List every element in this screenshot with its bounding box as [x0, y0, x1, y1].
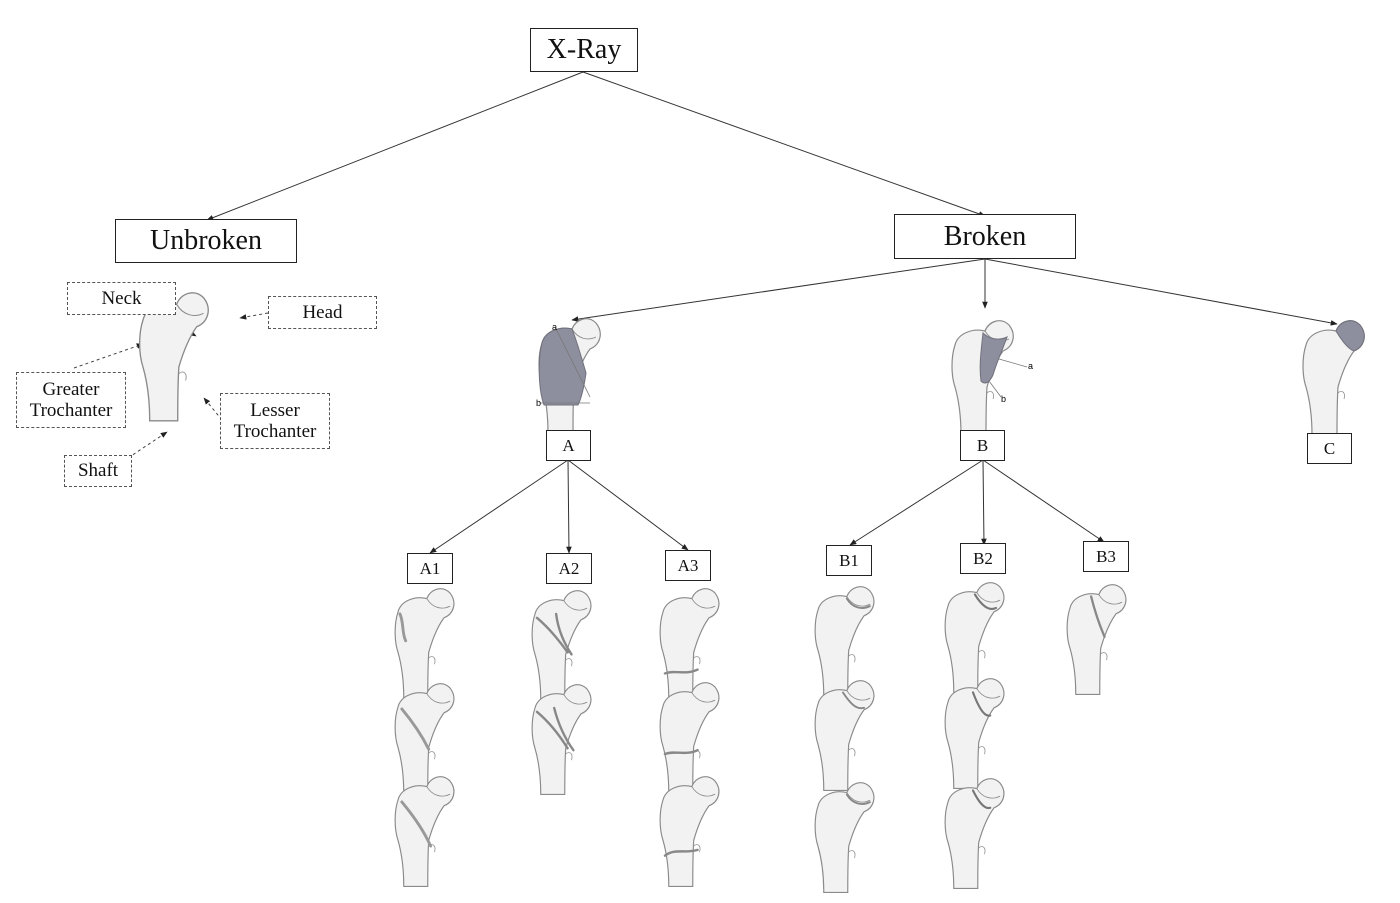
label-head: Head: [268, 296, 377, 329]
type-b-femur-icon: a b: [951, 320, 1033, 436]
node-subtype-b3: B3: [1083, 541, 1129, 572]
node-unbroken: Unbroken: [115, 219, 297, 263]
fracture-line-b-label: b: [536, 398, 541, 408]
b2-femur-3: [944, 778, 1005, 889]
root-node-xray: X-Ray: [530, 28, 638, 72]
pointer-head: [239, 312, 269, 320]
fracture-line-a-label-b: a: [1028, 361, 1033, 371]
edge-b-b2: [981, 459, 987, 546]
a3-femur-3: [659, 776, 720, 887]
b1-femur-1: [814, 586, 875, 697]
edge-xray-unbroken: [206, 71, 584, 221]
node-subtype-a2: A2: [546, 553, 592, 584]
b2-femur-2: [944, 678, 1005, 789]
edge-a-a3: [567, 459, 689, 551]
fracture-line-a-label: a: [552, 322, 557, 332]
node-subtype-b2: B2: [960, 543, 1006, 574]
a3-femur-1: [659, 588, 720, 699]
fracture-line-b-label-b: b: [1001, 394, 1006, 404]
node-subtype-b1: B1: [826, 545, 872, 576]
edge-xray-broken: [582, 71, 986, 217]
b1-femur-2: [814, 680, 875, 791]
node-subtype-a3: A3: [665, 550, 711, 581]
edge-b-b1: [849, 459, 984, 546]
edge-b-b3: [982, 459, 1105, 543]
pointer-greater-trochanter: [73, 343, 144, 369]
type-c-femur-icon: [1302, 320, 1365, 436]
type-a-femur-icon: a b: [536, 318, 601, 434]
b1-femur-3: [814, 782, 875, 893]
node-type-c: C: [1307, 433, 1352, 464]
label-greater-trochanter: Greater Trochanter: [16, 372, 126, 428]
node-type-b: B: [960, 430, 1005, 461]
node-subtype-a1: A1: [407, 553, 453, 584]
a2-femur-1: [531, 590, 592, 701]
a1-femur-1: [394, 588, 455, 699]
tree-connectors: [206, 71, 1338, 554]
a2-femur-2: [531, 684, 592, 795]
label-lesser-trochanter: Lesser Trochanter: [220, 393, 330, 449]
a1-femur-3: [394, 776, 455, 887]
edge-a-a1: [429, 459, 569, 554]
edge-a-a2: [566, 459, 572, 554]
edge-broken-c: [984, 258, 1338, 326]
b2-femur-1: [944, 582, 1005, 693]
label-shaft: Shaft: [64, 455, 132, 487]
edge-broken-a: [571, 258, 986, 322]
node-type-a: A: [546, 430, 591, 461]
a3-femur-2: [659, 682, 720, 793]
a1-femur-2: [394, 683, 455, 794]
node-broken: Broken: [894, 214, 1076, 259]
pointer-lesser-trochanter: [203, 397, 223, 421]
pointer-shaft: [127, 431, 168, 459]
subtype-illustrations: [394, 582, 1127, 893]
b3-femur-1: [1066, 584, 1127, 695]
label-neck: Neck: [67, 282, 176, 315]
